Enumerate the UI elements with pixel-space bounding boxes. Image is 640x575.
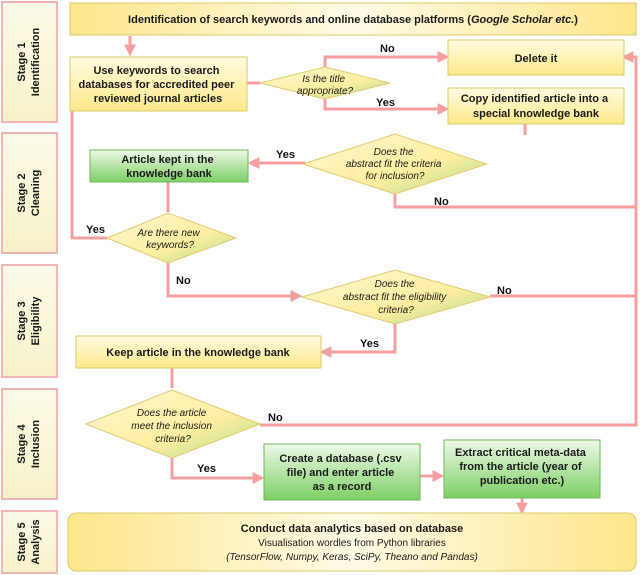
kept-box: Article kept in the knowledge bank [89,149,249,183]
stage-1-label: Identification [30,28,42,97]
analytics-title: Conduct data analytics based on database [241,523,464,535]
analytics-box: Conduct data analytics based on database… [67,512,637,572]
kept-text: Article kept in the knowledge bank [121,154,216,180]
arrow-title-no [323,51,450,70]
eligibility-decision-text: Does the abstract fit the eligibility cr… [343,279,449,316]
use-keywords-box: Use keywords to search databases for acc… [69,56,248,112]
delete-box: Delete it [447,39,625,76]
title-decision-text: Is the title appropriate? [297,74,354,97]
stage-3-box: Stage 3 Eligibility [1,264,58,378]
keep-kb-box: Keep article in the knowledge bank [75,335,322,369]
connectors [70,36,638,515]
inclusion-decision-text: Does the article meet the inclusion crit… [131,408,214,445]
stage-2-label: Cleaning [30,170,42,216]
stage-1-name: Stage 1 [16,42,28,81]
arrow-keywords-yes [70,100,107,240]
arrow-keywords-no [166,262,303,302]
analytics-libs: (TensorFlow, Numpy, Keras, SciPy, Theano… [226,552,478,563]
stage-3-name: Stage 3 [16,301,28,340]
arrow-title-yes [323,97,450,115]
analytics-sub: Visualisation wordles from Python librar… [258,538,446,549]
label-incl-no: No [268,412,283,424]
stage-3-label: Eligibility [30,296,42,346]
extract-text: Extract critical meta-data from the arti… [455,447,589,487]
label-incl-yes: Yes [197,463,216,475]
use-keywords-text: Use keywords to search databases for acc… [79,65,238,105]
inclusion-decision: Does the article meet the inclusion crit… [84,389,262,459]
arrow-elig-yes [319,322,397,358]
label-abstract-no: No [434,196,449,208]
identification-text: Identification of search keywords and on… [128,14,578,26]
label-title-yes: Yes [376,97,395,109]
identification-box: Identification of search keywords and on… [69,2,637,36]
edge-labels: No Yes Yes No Yes No No Yes No Yes [86,43,512,475]
copy-text: Copy identified article into a special k… [461,93,611,120]
create-db-text: Create a database (.csv file) and enter … [279,453,404,493]
stage-2-name: Stage 2 [16,173,28,212]
stage-4-name: Stage 4 [16,424,28,464]
keywords-decision-text: Are there new keywords? [136,228,202,251]
stage-5-label: Analysis [30,519,42,564]
create-db-box: Create a database (.csv file) and enter … [263,443,421,501]
label-keywords-no: No [176,275,191,287]
label-abstract-yes: Yes [276,149,295,161]
copy-box: Copy identified article into a special k… [447,87,625,125]
arrow-abstract-no [393,51,638,209]
label-keywords-yes: Yes [86,224,105,236]
stage-2-box: Stage 2 Cleaning [1,132,58,254]
stage-1-box: Stage 1 Identification [1,1,58,123]
label-elig-yes: Yes [360,338,379,350]
arrow-elig-no [490,207,638,298]
extract-box: Extract critical meta-data from the arti… [443,439,601,499]
title-decision: Is the title appropriate? [259,66,391,100]
arrow-incl-no [260,296,638,427]
keywords-decision: Are there new keywords? [105,212,238,264]
label-elig-no: No [497,285,512,297]
stage-5-name: Stage 5 [16,522,28,561]
arrow-incl-yes [170,457,265,484]
eligibility-decision: Does the abstract fit the eligibility cr… [300,269,492,325]
label-title-no: No [380,43,395,55]
stage-5-box: Stage 5 Analysis [1,510,58,574]
keep-kb-text: Keep article in the knowledge bank [106,347,290,359]
stage-4-label: Inclusion [30,420,42,469]
stage-4-box: Stage 4 Inclusion [1,388,58,500]
abstract-decision: Does the abstract fit the criteria for i… [301,133,489,195]
abstract-decision-text: Does the abstract fit the criteria for i… [346,147,444,182]
delete-text: Delete it [515,53,558,65]
